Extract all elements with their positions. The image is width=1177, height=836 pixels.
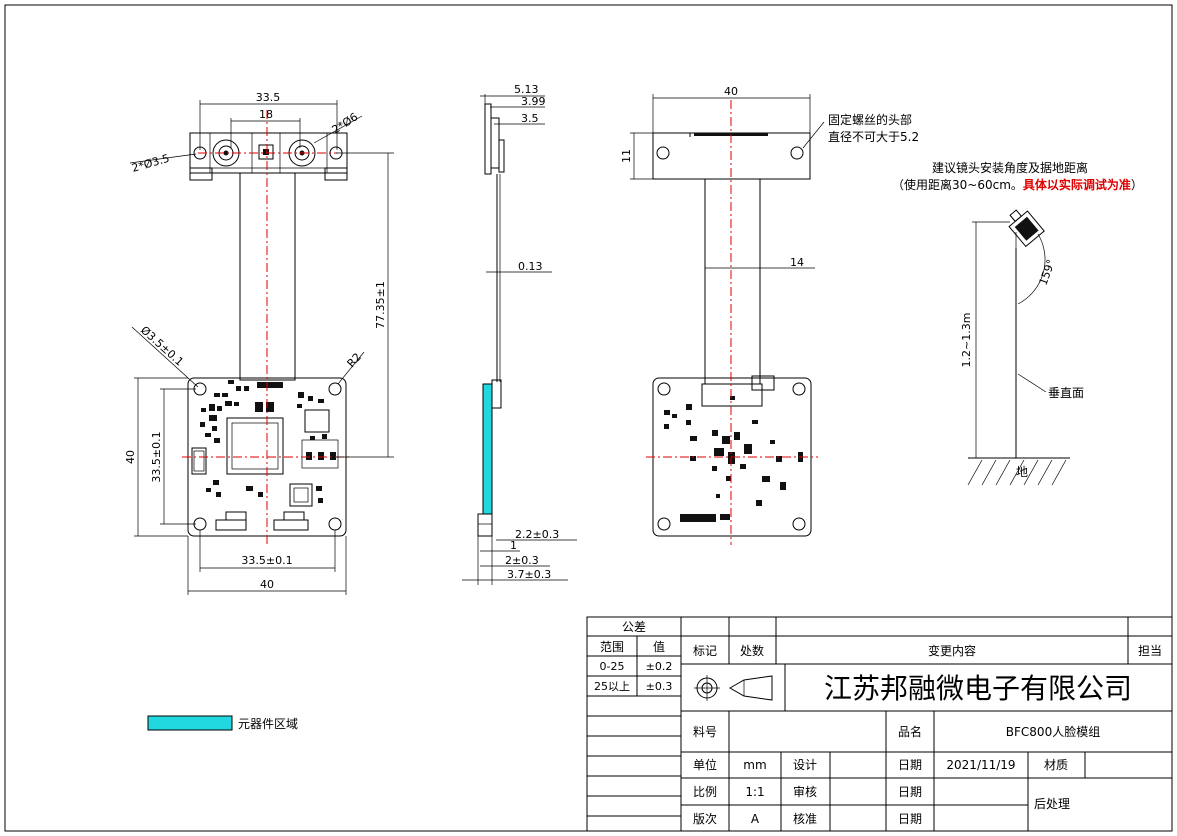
projection-symbol-icon — [694, 675, 773, 701]
rev-header-owner: 担当 — [1138, 644, 1162, 658]
dim-corner-radius: R2 — [345, 350, 364, 370]
dim-cable-length: 77.35±1 — [374, 281, 387, 329]
dim-board-width: 40 — [260, 578, 274, 591]
front-view: 33.5 18 2*Ø3.5 2*Ø6 77.35±1 Ø3.5±0.1 R2 … — [124, 91, 394, 595]
led-icon — [258, 144, 274, 160]
dim-side-d6: 2±0.3 — [505, 554, 539, 567]
install-diagram: 建议镜头安装角度及据地距离 （使用距离30~60cm。具体以实际调试为准） 15… — [892, 160, 1143, 486]
product-label: 品名 — [898, 724, 922, 739]
mount-hole-icon — [792, 382, 806, 396]
legend-label: 元器件区域 — [238, 717, 298, 731]
dim-hole-spacing-h: 33.5±0.1 — [241, 554, 292, 567]
dim-lens-spacing: 18 — [259, 108, 273, 121]
dim-side-d2: 3.99 — [521, 95, 546, 108]
title-block: 公差 范围 值 0-25 ±0.2 25以上 ±0.3 标记 处数 变更内容 担… — [586, 616, 1173, 832]
tolerance-range-2: 25以上 — [594, 680, 630, 693]
review-label: 审核 — [793, 784, 817, 799]
dim-top-width: 33.5 — [256, 91, 281, 104]
tolerance-col-range: 范围 — [600, 640, 624, 654]
dim-side-d4: 2.2±0.3 — [515, 528, 559, 541]
post-process-label: 后处理 — [1034, 797, 1070, 811]
component-area — [482, 383, 493, 515]
design-label: 设计 — [793, 758, 817, 772]
unit-label: 单位 — [693, 757, 717, 772]
approve-label: 核准 — [793, 812, 817, 826]
mount-hole-icon — [657, 382, 671, 396]
back-view: 40 11 14 固定螺丝的头部 直径不可大于5.2 — [620, 85, 919, 545]
dim-board-height: 40 — [124, 450, 137, 464]
screw-note-line2: 直径不可大于5.2 — [828, 130, 919, 144]
mount-hole-icon — [657, 517, 671, 531]
date-label-3: 日期 — [898, 812, 922, 826]
camera-module-icon — [1008, 209, 1045, 248]
tolerance-value-2: ±0.3 — [646, 680, 673, 693]
rev-header-count: 处数 — [740, 643, 764, 658]
flex-cable-back — [704, 178, 761, 385]
dim-side-d7: 3.7±0.3 — [507, 568, 551, 581]
version-label: 版次 — [693, 812, 717, 826]
date-value: 2021/11/19 — [946, 758, 1015, 772]
scale-value: 1:1 — [745, 785, 764, 799]
tolerance-col-value: 值 — [653, 639, 665, 654]
mount-hole-icon — [328, 517, 342, 531]
mount-hole-icon — [792, 517, 806, 531]
material-label: 材质 — [1044, 758, 1068, 772]
install-angle: 159° — [1037, 258, 1058, 287]
sheet-border — [4, 4, 1173, 832]
version-value: A — [751, 812, 760, 826]
processor-chip — [226, 417, 284, 475]
rev-header-mark: 标记 — [693, 644, 717, 658]
install-note-line2: （使用距离30~60cm。具体以实际调试为准） — [892, 177, 1143, 192]
dim-side-d1: 5.13 — [514, 83, 539, 96]
dim-side-d3: 3.5 — [521, 112, 539, 125]
rev-header-content: 变更内容 — [928, 643, 976, 658]
tolerance-range-1: 0-25 — [600, 660, 625, 673]
tolerance-header: 公差 — [622, 620, 646, 634]
company-name: 江苏邦融微电子有限公司 — [824, 672, 1132, 705]
screw-note-line1: 固定螺丝的头部 — [828, 112, 912, 127]
dim-back-top-width: 40 — [724, 85, 738, 98]
dim-hole-left: 2*Ø3.5 — [130, 152, 171, 175]
product-value: BFC800人脸模组 — [1006, 725, 1100, 739]
unit-value: mm — [743, 758, 766, 772]
tolerance-value-1: ±0.2 — [646, 660, 673, 673]
dim-hole-lower: Ø3.5±0.1 — [138, 324, 186, 369]
scale-label: 比例 — [693, 785, 717, 799]
date-label-1: 日期 — [898, 758, 922, 772]
legend: 元器件区域 — [147, 715, 298, 731]
install-note-line1: 建议镜头安装角度及据地距离 — [932, 160, 1088, 175]
mount-hole-icon — [790, 146, 804, 160]
dim-cable-thickness: 0.13 — [518, 260, 543, 273]
dim-hole-spacing-v: 33.5±0.1 — [150, 431, 163, 482]
part-no-label: 料号 — [693, 725, 717, 739]
dim-back-cable-width: 14 — [790, 256, 804, 269]
legend-swatch — [147, 715, 233, 731]
install-height: 1.2~1.3m — [960, 313, 973, 368]
ground-label: 地 — [1016, 465, 1028, 479]
dim-back-top-height: 11 — [620, 149, 633, 163]
vertical-plane-label: 垂直面 — [1048, 386, 1084, 400]
mount-hole-icon — [656, 146, 670, 160]
mount-hole-icon — [328, 382, 342, 396]
dim-side-d5: 1 — [510, 539, 517, 552]
date-label-2: 日期 — [898, 785, 922, 799]
side-view: 5.13 3.99 3.5 0.13 2.2±0.3 1 2±0.3 3.7±0… — [462, 83, 577, 585]
